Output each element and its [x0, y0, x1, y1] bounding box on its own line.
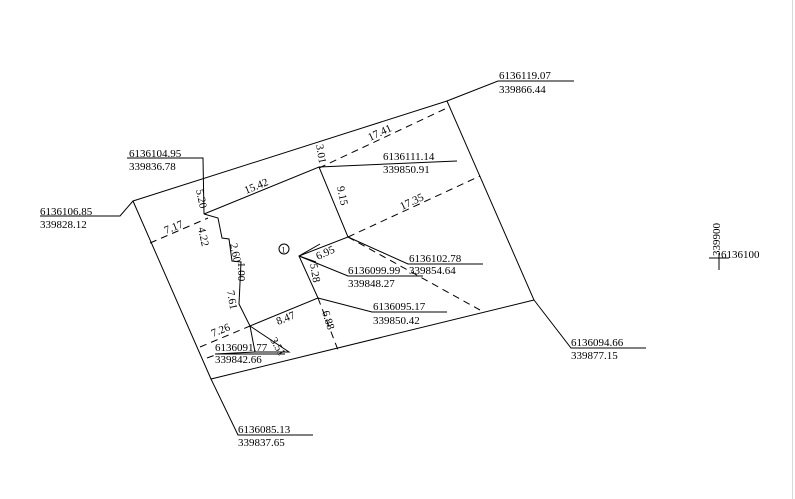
- svg-text:339828.12: 339828.12: [40, 219, 87, 231]
- dashed-line-bottom-left: [199, 325, 251, 348]
- svg-text:339850.42: 339850.42: [373, 315, 420, 327]
- svg-text:6136104.95: 6136104.95: [129, 148, 182, 160]
- svg-text:1: 1: [282, 246, 286, 255]
- svg-text:6136085.13: 6136085.13: [238, 424, 291, 436]
- coord-label-c6: 6136099.99 339848.27: [348, 265, 401, 290]
- leader-c6: [298, 255, 423, 277]
- coord-label-c8: 6136094.66 339877.15: [571, 337, 624, 362]
- dimension-label: 1.00: [235, 262, 247, 282]
- dashed-line-short: [206, 353, 219, 359]
- coord-label-c9: 6136091.77 339842.66: [215, 342, 268, 366]
- coord-label-c7: 6136095.17 339850.42: [373, 301, 426, 327]
- marker-pointer-b: [298, 255, 317, 263]
- svg-text:6136102.78: 6136102.78: [409, 253, 462, 265]
- dimension-label: 7.26: [210, 321, 233, 340]
- svg-text:339854.64: 339854.64: [409, 265, 456, 277]
- dimension-label: 15.42: [243, 176, 270, 196]
- marker-pointer-a: [298, 243, 321, 257]
- corner-triangle: [249, 325, 291, 353]
- svg-text:6136094.66: 6136094.66: [571, 337, 624, 349]
- coord-label-c4: 6136106.85 339828.12: [40, 206, 93, 231]
- dimension-label: 17.35: [398, 191, 426, 213]
- dimension-label: 9.15: [334, 185, 350, 207]
- frame-edge: [792, 0, 793, 499]
- leader-c4: [40, 200, 134, 217]
- svg-text:339850.91: 339850.91: [383, 164, 430, 176]
- dimension-label: 6.95: [314, 243, 337, 262]
- leader-c3: [318, 160, 458, 168]
- dimension-label: 8.47: [275, 309, 298, 328]
- leader-c10: [210, 378, 313, 436]
- svg-text:6136091.77: 6136091.77: [215, 342, 268, 354]
- svg-text:6136095.17: 6136095.17: [373, 301, 426, 313]
- dashed-line-bottom: [317, 297, 339, 351]
- coord-label-c5: 6136102.78 339854.64: [409, 253, 462, 277]
- leader-c7: [317, 297, 447, 313]
- dimension-label: 5.28: [307, 262, 322, 284]
- dimension-label: 5.20: [193, 188, 209, 210]
- svg-text:6136119.07: 6136119.07: [499, 70, 551, 82]
- svg-text:6136106.85: 6136106.85: [40, 206, 93, 218]
- dimension-label: 4.22: [195, 226, 211, 247]
- dimension-label: 7.17: [163, 218, 186, 237]
- coord-label-c10: 6136085.13 339837.65: [238, 424, 291, 449]
- coord-label-c1: 6136119.07 339866.44: [499, 70, 551, 96]
- svg-text:6136100: 6136100: [721, 249, 760, 261]
- dashed-line-mid: [347, 175, 481, 238]
- grid-tick-cross: 339900 6136100: [709, 223, 760, 270]
- dashed-line-right: [347, 236, 481, 311]
- dimension-label: 7.61: [224, 289, 239, 310]
- svg-text:339848.27: 339848.27: [348, 278, 395, 290]
- svg-text:339900: 339900: [711, 223, 723, 257]
- svg-text:339837.65: 339837.65: [238, 437, 285, 449]
- leader-c9: [214, 351, 285, 355]
- svg-text:339866.44: 339866.44: [499, 84, 546, 96]
- coord-label-c3: 6136111.14 339850.91: [383, 151, 435, 176]
- dimension-label: 2.60: [227, 242, 243, 264]
- svg-text:339842.66: 339842.66: [215, 354, 262, 366]
- dimension-label: 6.88: [319, 309, 337, 331]
- svg-text:339877.15: 339877.15: [571, 350, 618, 362]
- dimension-label: 3.51: [267, 336, 287, 359]
- leader-c5: [347, 236, 483, 265]
- leader-c2: [127, 157, 205, 215]
- dimension-label: 3.01: [313, 143, 328, 164]
- dashed-line-left: [149, 217, 209, 244]
- svg-text:339836.78: 339836.78: [129, 161, 176, 173]
- svg-text:6136099.99: 6136099.99: [348, 265, 401, 277]
- leader-c1: [446, 80, 574, 102]
- coord-label-c2: 6136104.95 339836.78: [129, 148, 182, 173]
- leader-c8: [533, 299, 646, 349]
- svg-text:6136111.14: 6136111.14: [383, 151, 435, 163]
- station-marker: 1: [278, 243, 290, 255]
